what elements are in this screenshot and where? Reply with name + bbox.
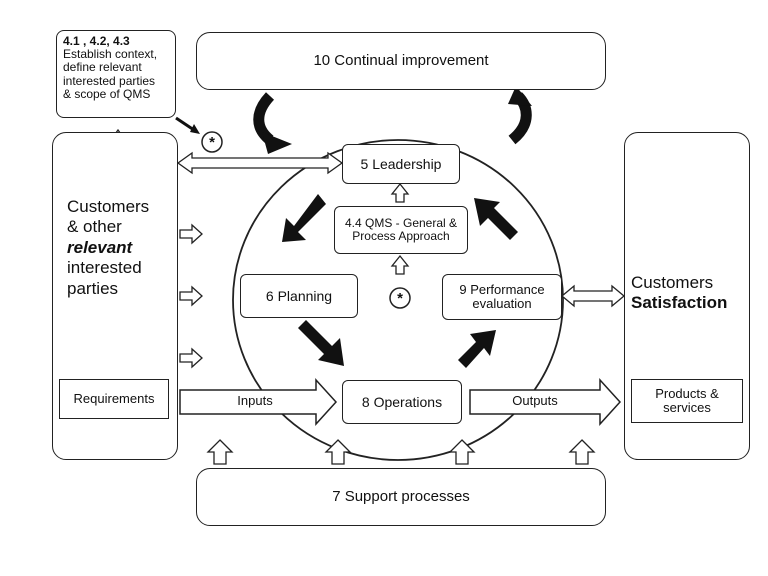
customers-small-arrow-2 [179, 285, 203, 307]
products-line2: services [663, 400, 711, 415]
satisfaction-line2: Satisfaction [631, 293, 728, 313]
qms-general-box: 4.4 QMS - General & Process Approach [334, 206, 468, 254]
outputs-label: Outputs [512, 392, 558, 408]
customers-small-arrow-1 [179, 223, 203, 245]
customers-line1: Customers [67, 197, 150, 216]
satisfaction-heading: Customers Satisfaction [631, 273, 749, 314]
scope-note-line4: interested parties [63, 73, 156, 88]
operations-to-performance-arrow [458, 330, 496, 368]
scope-note-box: 4.1 , 4.2, 4.3 Establish context, define… [56, 30, 176, 118]
scope-note-line5: & scope of QMS [63, 86, 151, 101]
performance-line2: evaluation [472, 296, 532, 311]
customers-heading: Customers & other relevant interested pa… [67, 197, 177, 299]
products-line1: Products & [655, 385, 719, 401]
continual-improvement-box: 10 Continual improvement [196, 32, 606, 90]
customers-leadership-double-arrow [176, 151, 344, 175]
support-processes-box: 7 Support processes [196, 468, 606, 526]
inputs-arrow [179, 378, 338, 426]
scope-note-line2: Establish context, [63, 47, 158, 62]
customers-small-arrow-3 [179, 347, 203, 369]
requirements-box: Requirements [59, 379, 169, 419]
asterisk-circle-top [201, 131, 223, 153]
customers-line4: interested [67, 258, 142, 278]
performance-evaluation-box: 9 Performance evaluation [442, 274, 562, 320]
leadership-to-planning-arrow [282, 194, 326, 242]
operations-box: 8 Operations [342, 380, 462, 424]
planning-box: 6 Planning [240, 274, 358, 318]
planning-to-operations-arrow [298, 320, 344, 366]
outputs-arrow [469, 378, 622, 426]
improvement-arrow-up-right-head [508, 86, 532, 106]
support-arrow-1 [206, 439, 234, 465]
asterisk-top: * [209, 133, 215, 151]
customers-line2: & other [67, 217, 122, 237]
scope-arrow [175, 116, 195, 132]
asterisk-center: * [397, 289, 403, 307]
leadership-box: 5 Leadership [342, 144, 460, 184]
process-cycle-circle [232, 139, 564, 461]
customer-satisfaction-box: Customers Satisfaction Products & servic… [624, 132, 750, 460]
support-arrow-4 [568, 439, 596, 465]
support-arrow-3 [448, 439, 476, 465]
asterisk-to-qms-arrow [390, 254, 410, 275]
customers-line5: parties [67, 278, 119, 298]
satisfaction-line1: Customers [631, 273, 714, 292]
qms-to-leadership-arrow [390, 182, 410, 203]
customers-line3: relevant [67, 237, 133, 257]
performance-satisfaction-double-arrow [560, 284, 626, 308]
scope-note-line1: 4.1 , 4.2, 4.3 [63, 34, 130, 48]
products-services-box: Products & services [631, 379, 743, 423]
scope-note-line3: define relevant [63, 60, 142, 75]
performance-to-leadership-arrow [474, 198, 518, 240]
improvement-arrow-down-left-head [262, 132, 292, 154]
customers-interested-parties-box: Customers & other relevant interested pa… [52, 132, 178, 460]
performance-line1: 9 Performance [459, 281, 545, 297]
inputs-label: Inputs [237, 392, 273, 408]
qms-general-line1: 4.4 QMS - General & [344, 215, 458, 230]
scope-arrow-head [190, 124, 200, 134]
support-arrow-2 [324, 439, 352, 465]
asterisk-circle-center [389, 287, 411, 309]
qms-general-line2: Process Approach [352, 229, 450, 243]
